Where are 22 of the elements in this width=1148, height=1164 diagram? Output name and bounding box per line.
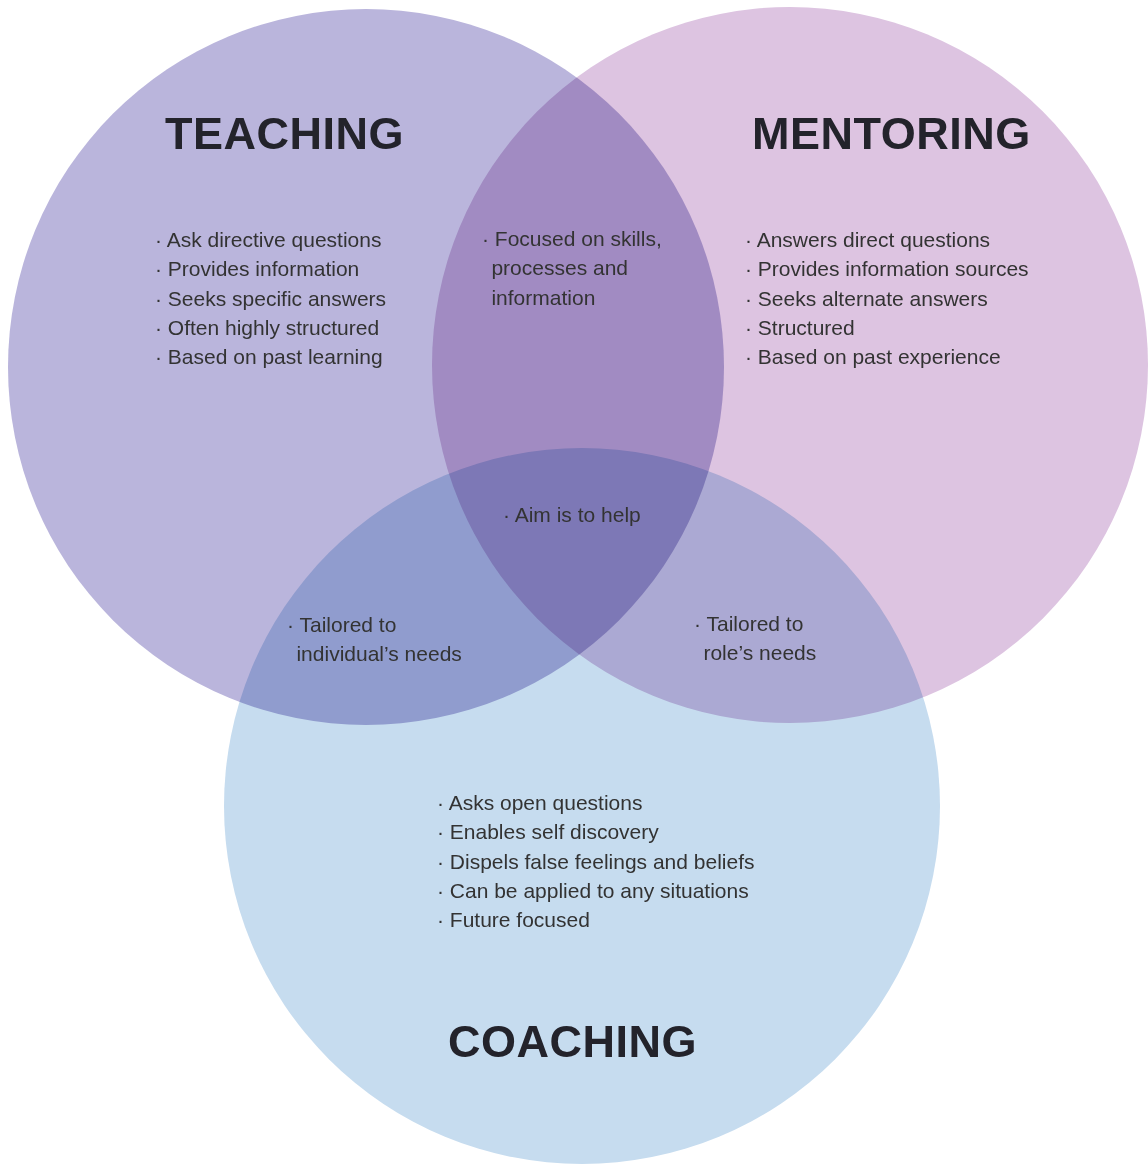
overlap-text: · Aim is to help bbox=[503, 502, 642, 528]
bullet-item: · Ask directive questions bbox=[155, 227, 383, 253]
circle-heading: TEACHING bbox=[165, 108, 404, 160]
bullet-item: · Provides information sources bbox=[745, 256, 1029, 283]
bullet-item: · Based on past learning bbox=[155, 344, 384, 371]
bullet-item: · Seeks specific answers bbox=[155, 285, 387, 312]
bullet-item: · Provides information bbox=[155, 256, 361, 283]
bullet-item: · Answers direct questions bbox=[745, 227, 992, 253]
circle-heading: COACHING bbox=[448, 1016, 697, 1068]
bullet-item: · Structured bbox=[745, 314, 856, 341]
bullet-item: · Dispels false feelings and beliefs bbox=[437, 848, 755, 875]
bullet-item: · Often highly structured bbox=[155, 314, 381, 341]
bullet-item: · Seeks alternate answers bbox=[745, 285, 989, 312]
bullet-item: · Future focused bbox=[437, 907, 591, 934]
bullet-item: · Asks open questions bbox=[437, 790, 644, 816]
overlap-text: · Tailored to role’s needs bbox=[694, 611, 818, 667]
bullet-item: · Can be applied to any situations bbox=[437, 877, 750, 904]
bullet-item: · Enables self discovery bbox=[437, 819, 660, 846]
overlap-text: · Tailored to individual’s needs bbox=[287, 612, 463, 668]
circle-heading: MENTORING bbox=[752, 108, 1031, 160]
overlap-text: · Focused on skills, processes and information bbox=[482, 226, 663, 311]
bullet-item: · Based on past experience bbox=[745, 344, 1002, 371]
